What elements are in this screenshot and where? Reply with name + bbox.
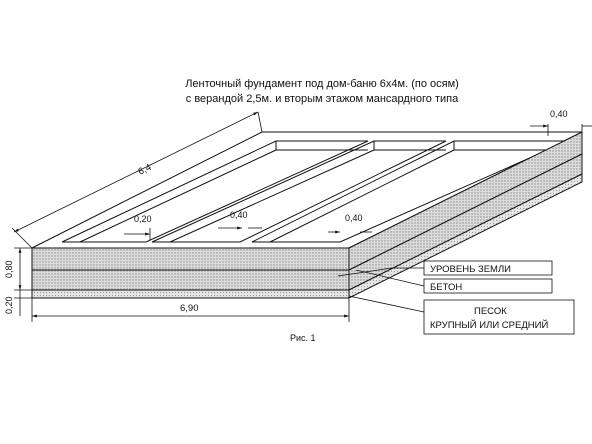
legend-concrete-text: БЕТОН bbox=[430, 282, 462, 293]
dim-height-total: 0,80 bbox=[4, 260, 14, 278]
title-line-1: Ленточный фундамент под дом-баню 6х4м. (… bbox=[185, 78, 459, 90]
dim-inner-2: 0,40 bbox=[230, 210, 248, 220]
foundation-side-face bbox=[348, 131, 583, 299]
legend-ground-level: УРОВЕНЬ ЗЕМЛИ bbox=[423, 260, 553, 276]
dim-bottom-length: 6,90 bbox=[180, 303, 199, 314]
dim-length-diag: 6,4 bbox=[136, 162, 153, 178]
legend-sand-line1: ПЕСОК bbox=[474, 306, 507, 317]
foundation-front-face bbox=[31, 247, 350, 299]
legend-ground-level-text: УРОВЕНЬ ЗЕМЛИ bbox=[430, 264, 511, 275]
legend-concrete: БЕТОН bbox=[423, 278, 553, 294]
figure-caption: Рис. 1 bbox=[290, 333, 316, 343]
dim-top-right: 0,40 bbox=[550, 109, 568, 119]
legend-sand-line2: КРУПНЫЙ ИЛИ СРЕДНИЙ bbox=[430, 319, 548, 331]
dim-height-sand: 0,20 bbox=[4, 296, 14, 314]
dim-inner-1: 0,20 bbox=[134, 214, 152, 224]
legend-sand: ПЕСОК КРУПНЫЙ ИЛИ СРЕДНИЙ bbox=[423, 299, 575, 335]
legend-leaders bbox=[337, 267, 425, 313]
dim-inner-3: 0,40 bbox=[345, 213, 363, 223]
dimension-lines bbox=[11, 111, 592, 322]
title-line-2: с верандой 2,5м. и вторым этажом мансард… bbox=[185, 93, 459, 105]
